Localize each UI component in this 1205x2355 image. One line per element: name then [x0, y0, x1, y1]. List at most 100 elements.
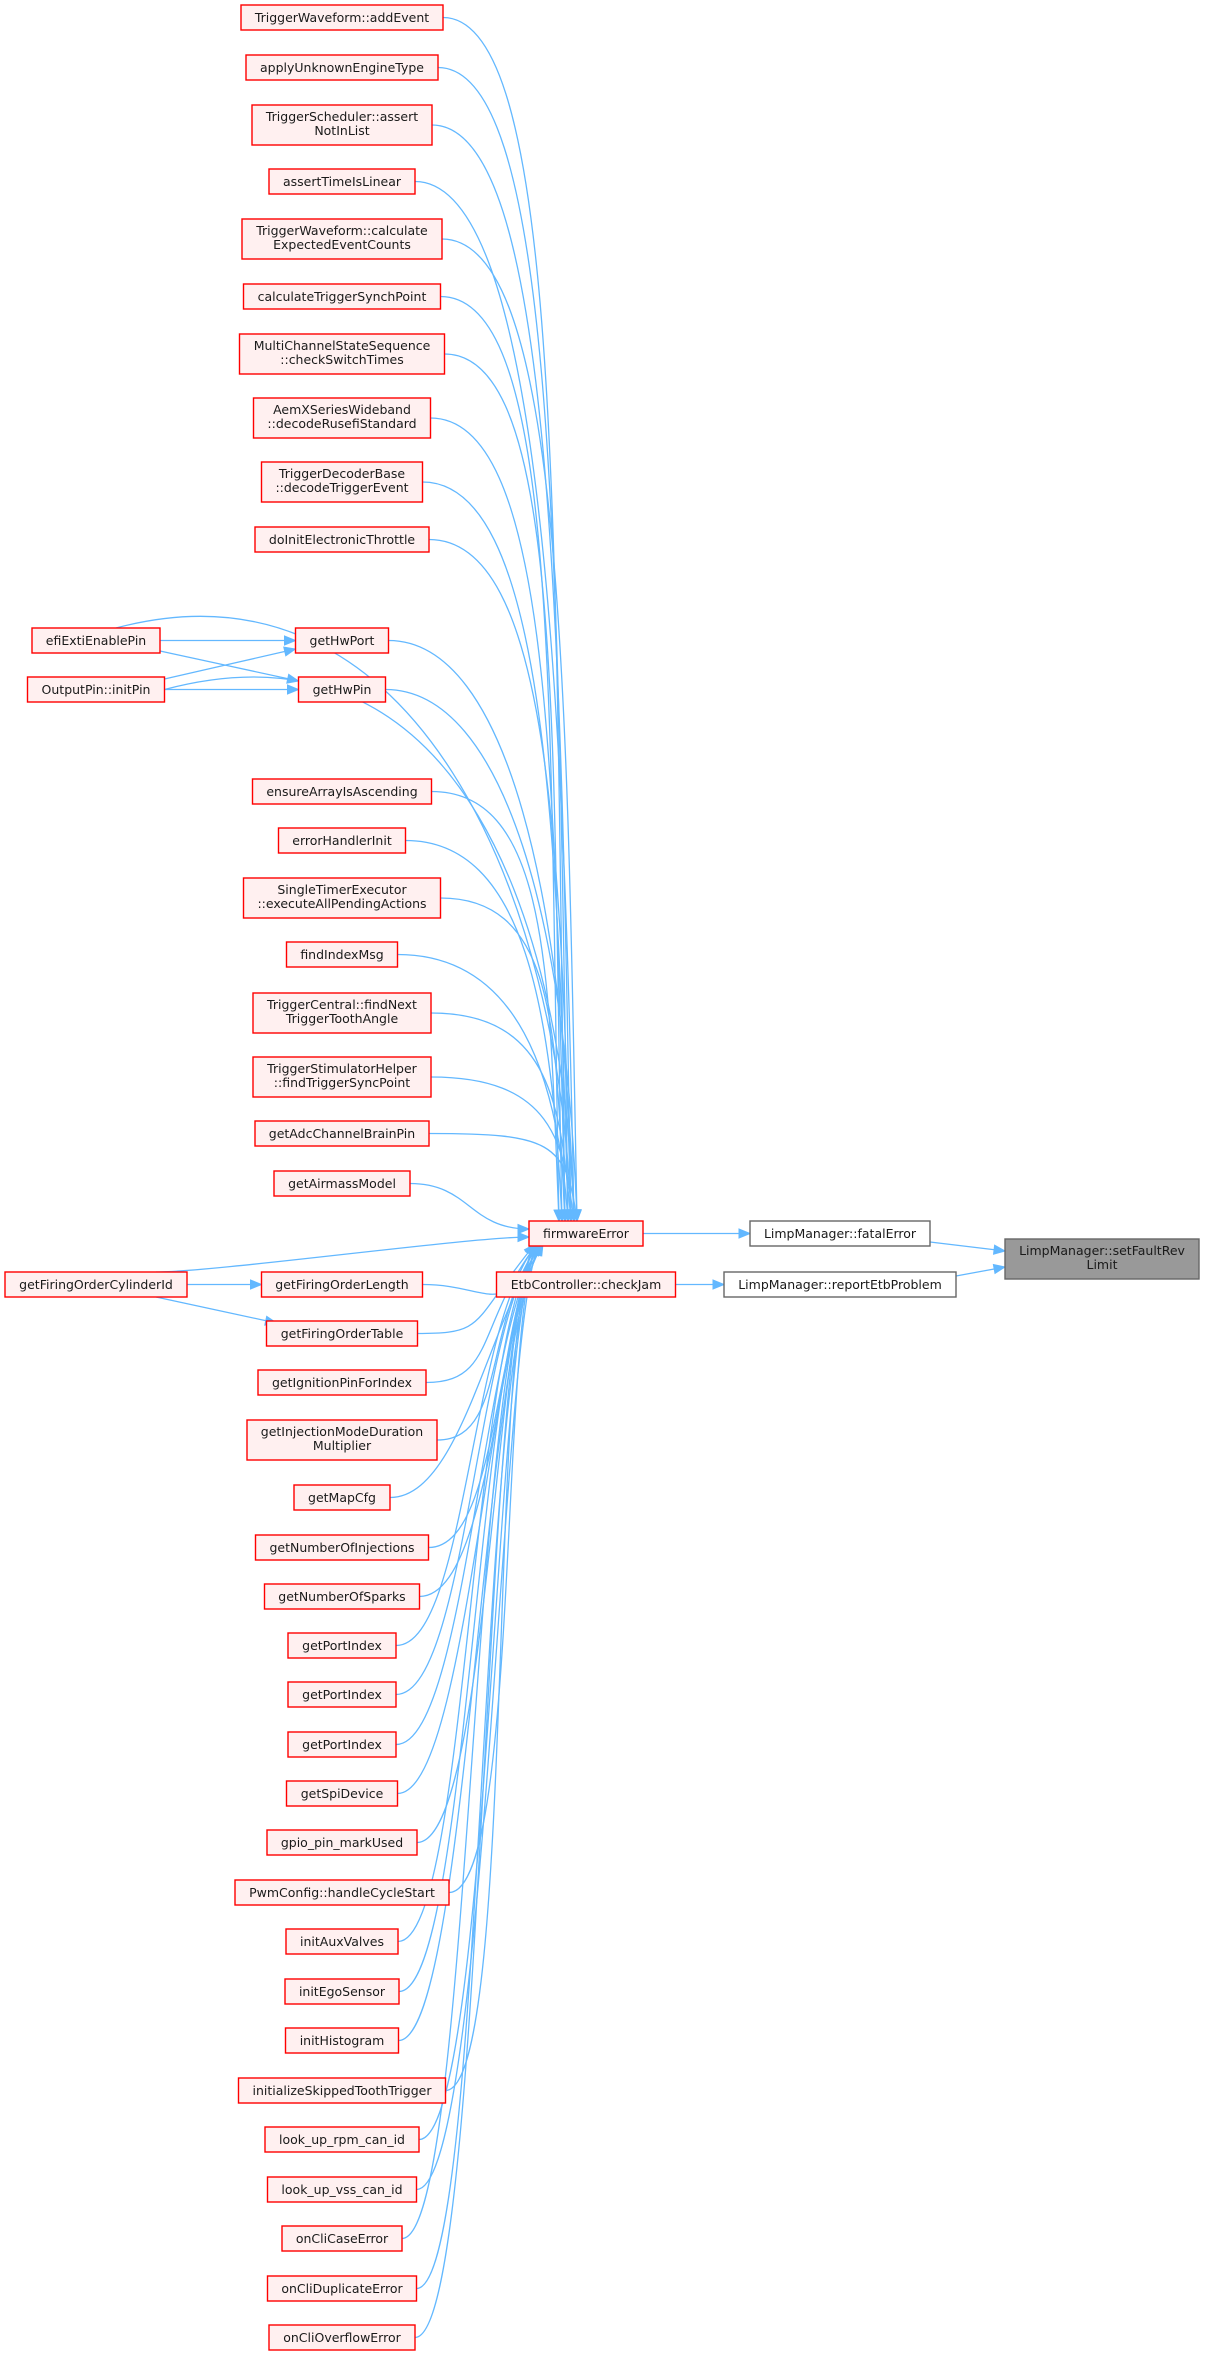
node-label: getHwPin — [313, 682, 372, 697]
node-label: LimpManager::fatalError — [764, 1226, 917, 1241]
node-box — [246, 1419, 438, 1461]
graph-node-findIndexMsg[interactable]: findIndexMsg — [285, 941, 399, 968]
graph-node-addEvent[interactable]: TriggerWaveform::addEvent — [240, 4, 444, 31]
node-box — [287, 1681, 397, 1708]
node-box — [268, 168, 416, 195]
graph-node-calcExpected[interactable]: TriggerWaveform::calculateExpectedEventC… — [241, 218, 443, 260]
graph-node-cliDup[interactable]: onCliDuplicateError — [266, 2275, 418, 2302]
node-label: efiExtiEnablePin — [46, 633, 146, 648]
graph-node-errorHandlerInit[interactable]: errorHandlerInit — [277, 827, 407, 854]
node-box — [237, 2077, 447, 2104]
node-label: look_up_rpm_can_id — [279, 2132, 405, 2147]
node-box — [234, 1879, 450, 1906]
graph-node-decodeRusefi[interactable]: AemXSeriesWideband::decodeRusefiStandard — [252, 397, 432, 439]
graph-node-gpioMark[interactable]: gpio_pin_markUsed — [266, 1829, 418, 1856]
graph-node-pwmCycle[interactable]: PwmConfig::handleCycleStart — [234, 1879, 450, 1906]
graph-node-applyUnknownEngineType[interactable]: applyUnknownEngineType — [245, 54, 439, 81]
arrowhead-icon — [570, 1208, 581, 1223]
graph-node-getAirmass[interactable]: getAirmassModel — [273, 1170, 411, 1197]
edge-initPin-to-getHwPort — [164, 648, 296, 680]
arrowhead-icon — [283, 646, 297, 657]
node-label: getMapCfg — [308, 1490, 376, 1505]
graph-node-initSkipped[interactable]: initializeSkippedToothTrigger — [237, 2077, 447, 2104]
node-label: getSpiDevice — [301, 1786, 384, 1801]
graph-node-foTable[interactable]: getFiringOrderTable — [265, 1320, 419, 1347]
node-label: initHistogram — [300, 2033, 385, 2048]
graph-node-calcSynch[interactable]: calculateTriggerSynchPoint — [242, 283, 442, 310]
node-label: getAdcChannelBrainPin — [269, 1126, 415, 1141]
graph-node-mapCfg[interactable]: getMapCfg — [293, 1484, 391, 1511]
graph-node-ensureArray[interactable]: ensureArrayIsAscending — [251, 778, 433, 805]
edge-getHwPort-to-firmwareError — [388, 639, 575, 1222]
graph-node-initEgo[interactable]: initEgoSensor — [284, 1978, 400, 2005]
graph-node-findNextTooth[interactable]: TriggerCentral::findNextTriggerToothAngl… — [252, 992, 432, 1034]
node-box — [31, 627, 161, 654]
graph-node-portIndex2[interactable]: getPortIndex — [287, 1681, 397, 1708]
graph-node-numInj[interactable]: getNumberOfInjections — [254, 1534, 430, 1561]
graph-node-findTriggerSync[interactable]: TriggerStimulatorHelper::findTriggerSync… — [252, 1056, 432, 1098]
graph-node-initPin[interactable]: OutputPin::initPin — [26, 676, 166, 703]
node-label: getIgnitionPinForIndex — [272, 1375, 412, 1390]
node-box — [495, 1271, 677, 1298]
graph-node-getHwPort[interactable]: getHwPort — [294, 627, 390, 654]
arrowhead-icon — [250, 1279, 263, 1290]
graph-node-assertTimeIsLinear[interactable]: assertTimeIsLinear — [268, 168, 416, 195]
edge-addEvent-to-firmwareError — [442, 16, 566, 1222]
graph-node-cliOverflow[interactable]: onCliOverflowError — [268, 2324, 416, 2351]
graph-node-reportEtb[interactable]: LimpManager::reportEtbProblem — [723, 1271, 957, 1298]
graph-node-initHist[interactable]: initHistogram — [284, 2027, 400, 2054]
node-label: ::executeAllPendingActions — [257, 896, 426, 911]
graph-node-cliCase[interactable]: onCliCaseError — [281, 2225, 403, 2252]
arrowhead-icon — [738, 1228, 752, 1239]
graph-node-fatalError[interactable]: LimpManager::fatalError — [749, 1220, 931, 1247]
graph-node-portIndex3[interactable]: getPortIndex — [287, 1731, 397, 1758]
arrowhead-icon — [287, 684, 300, 695]
graph-node-firmwareError[interactable]: firmwareError — [528, 1220, 644, 1247]
node-label: getFiringOrderTable — [281, 1326, 404, 1341]
edge-pwmCycle-to-firmwareError — [448, 1243, 538, 1894]
edge-efiExtiEnablePin-to-getHwPin — [159, 650, 299, 682]
graph-node-foLength[interactable]: getFiringOrderLength — [260, 1271, 424, 1298]
node-box — [266, 1829, 418, 1856]
node-label: getHwPort — [310, 633, 375, 648]
graph-node-doInitEtb[interactable]: doInitElectronicThrottle — [254, 526, 430, 553]
graph-node-spiDevice[interactable]: getSpiDevice — [285, 1780, 399, 1807]
edge-cliCase-to-firmwareError — [401, 1243, 542, 2240]
graph-node-checkSwitchTimes[interactable]: MultiChannelStateSequence::checkSwitchTi… — [238, 333, 446, 375]
graph-node-numSparks[interactable]: getNumberOfSparks — [263, 1583, 421, 1610]
node-box — [257, 1369, 427, 1396]
graph-node-vssCan[interactable]: look_up_vss_can_id — [266, 2176, 418, 2203]
arrowhead-icon — [284, 635, 297, 646]
graph-node-decodeTriggerEvent[interactable]: TriggerDecoderBase::decodeTriggerEvent — [260, 461, 424, 503]
graph-node-efiExtiEnablePin[interactable]: efiExtiEnablePin — [31, 627, 161, 654]
graph-node-initAux[interactable]: initAuxValves — [285, 1928, 399, 1955]
graph-node-checkJam[interactable]: EtbController::checkJam — [495, 1271, 677, 1298]
graph-node-ignPin[interactable]: getIgnitionPinForIndex — [257, 1369, 427, 1396]
edge-getAdc-to-firmwareError — [428, 1132, 578, 1222]
node-label: ::findTriggerSyncPoint — [274, 1075, 411, 1090]
graph-node-portIndex1[interactable]: getPortIndex — [287, 1632, 397, 1659]
edge-getHwPin-to-firmwareError — [385, 688, 578, 1222]
arrowhead-icon — [524, 1242, 536, 1257]
graph-node-getAdc[interactable]: getAdcChannelBrainPin — [254, 1120, 430, 1147]
graph-node-rpmCan[interactable]: look_up_rpm_can_id — [264, 2126, 420, 2153]
node-box — [254, 526, 430, 553]
node-box — [287, 1731, 397, 1758]
node-label: onCliOverflowError — [283, 2330, 401, 2345]
node-box — [287, 1632, 397, 1659]
node-box — [1004, 1238, 1200, 1280]
node-label: TriggerScheduler::assert — [265, 109, 418, 124]
node-box — [260, 1271, 424, 1298]
node-label: MultiChannelStateSequence — [254, 338, 431, 353]
node-label: TriggerWaveform::calculate — [255, 223, 428, 238]
node-label: SingleTimerExecutor — [277, 882, 407, 897]
graph-node-executeAll[interactable]: SingleTimerExecutor::executeAllPendingAc… — [242, 877, 442, 919]
node-box — [26, 676, 166, 703]
node-box — [284, 2027, 400, 2054]
edge-vssCan-to-firmwareError — [416, 1243, 540, 2191]
graph-node-getHwPin[interactable]: getHwPin — [297, 676, 387, 703]
graph-node-cylId[interactable]: getFiringOrderCylinderId — [4, 1271, 188, 1298]
